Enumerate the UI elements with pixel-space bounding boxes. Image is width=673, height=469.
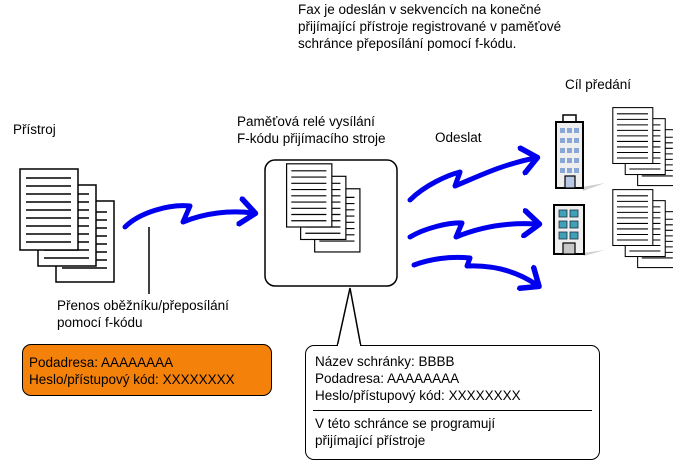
office-building-icon bbox=[553, 204, 605, 256]
subaddress-text: Podadresa: AAAAAAAA bbox=[29, 355, 174, 370]
device-document-stack-icon bbox=[19, 168, 115, 283]
callout-join bbox=[338, 344, 360, 347]
description-line: Fax je odeslán v sekvencích na konečné bbox=[298, 2, 542, 17]
divider bbox=[313, 410, 592, 411]
box-name-text: Název schránky: BBBB bbox=[315, 354, 455, 369]
password-text: Heslo/přístupový kód: XXXXXXXX bbox=[29, 372, 235, 387]
relay-box-label: F-kódu přijímacího stroje bbox=[237, 131, 386, 146]
transfer-label: pomocí f-kódu bbox=[57, 315, 143, 330]
note-text: přijímající přístroje bbox=[315, 433, 426, 448]
send-arrows bbox=[407, 158, 537, 285]
password-text: Heslo/přístupový kód: XXXXXXXX bbox=[315, 388, 521, 403]
description-line: schránce přeposílání pomocí f-kódu. bbox=[298, 36, 517, 51]
memory-box-icon bbox=[264, 159, 398, 287]
send-arrow-icon bbox=[411, 254, 537, 285]
transfer-label: Přenos oběžníku/přeposílání bbox=[57, 298, 229, 313]
relay-box-label: Paměťová relé vysílání bbox=[237, 114, 375, 129]
destination-document-stack-icon bbox=[612, 189, 673, 269]
memory-box-info: Název schránky: BBBB Podadresa: AAAAAAAA… bbox=[305, 345, 600, 460]
sender-settings-box: Podadresa: AAAAAAAA Heslo/přístupový kód… bbox=[22, 344, 272, 396]
transfer-arrow-icon bbox=[122, 206, 253, 230]
office-building-icon bbox=[555, 114, 605, 191]
description-line: přijímající přístroje registrované v pam… bbox=[298, 19, 562, 34]
info-callout-pointer bbox=[336, 287, 362, 348]
destination-label: Cíl předání bbox=[565, 77, 632, 92]
subaddress-text: Podadresa: AAAAAAAA bbox=[315, 371, 460, 386]
destination-document-stack-icon bbox=[612, 107, 673, 187]
send-label: Odeslat bbox=[435, 130, 482, 145]
send-arrow-icon bbox=[407, 158, 535, 203]
device-label: Přístroj bbox=[13, 122, 56, 137]
send-arrow-icon bbox=[407, 223, 537, 240]
note-text: V této schránce se programují bbox=[315, 416, 496, 431]
